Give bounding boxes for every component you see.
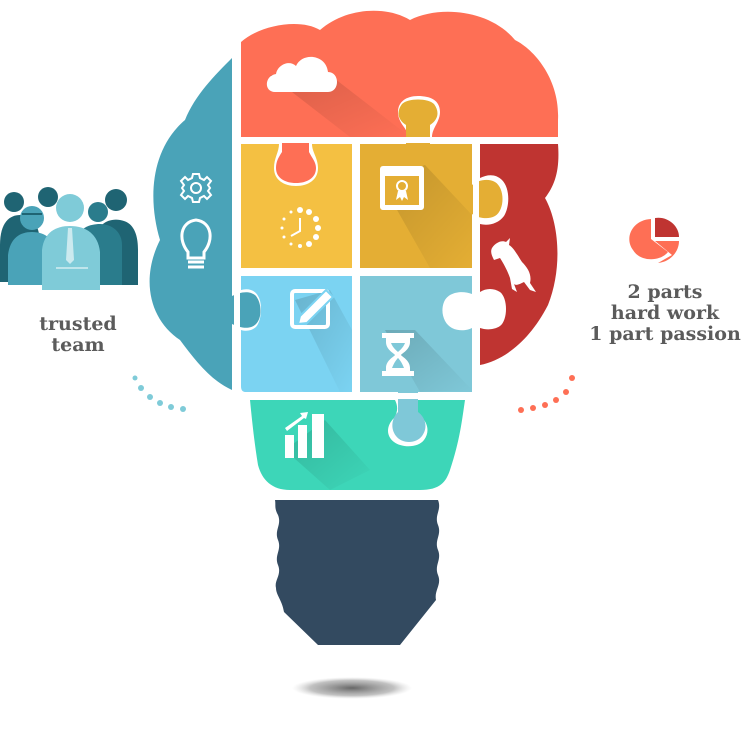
caption-line: 1 part passion [589,323,741,345]
hourglass-knob [392,392,426,442]
yellow-left-piece [241,144,352,268]
teal-left-piece [149,58,232,390]
bulb-base [275,500,440,645]
growth-chart-icon [285,412,324,458]
hourglass-icon [382,333,414,376]
trusted-team-caption: trusted team [18,314,138,356]
gear-icon [179,173,213,203]
lightbulb-icon [180,218,212,269]
certificate-icon [380,166,424,210]
team-people-icon [0,187,138,290]
floor-shadow [292,677,412,699]
coral-knob [276,137,316,183]
puzzle-seams [234,50,560,399]
red-right-piece [480,144,559,365]
edit-icon [290,288,335,329]
dots-right [518,375,575,413]
caption-line: 2 parts [627,281,703,303]
green-piece [250,400,465,490]
pie-chart-icon [629,217,679,263]
dots-left [132,375,186,412]
caption-line: hard work [610,302,720,324]
cloud-icon [266,56,337,92]
clock-icon [280,207,321,248]
kangaroo-icon [491,238,536,292]
caption-line: trusted [39,313,117,335]
hard-work-passion-caption: 2 parts hard work 1 part passion [575,282,750,345]
caption-line: team [51,334,105,356]
